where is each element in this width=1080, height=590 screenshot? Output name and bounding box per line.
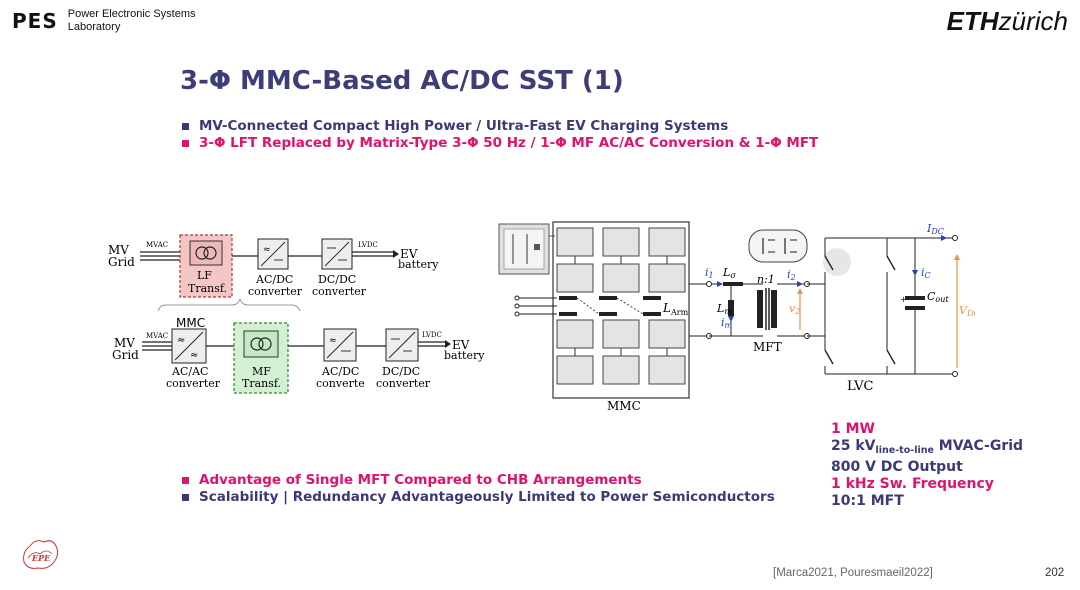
citation: [Marca2021, Pouresmaeil2022] (773, 567, 933, 579)
mf-label: Transf. (242, 377, 281, 390)
pes-mark: PES (12, 9, 58, 33)
pes-lab-logo: PES Power Electronic Systems Laboratory (12, 8, 196, 34)
lf-label: LF (197, 269, 212, 282)
lm-inductor (728, 300, 734, 316)
mmc-circuit-label: MMC (607, 399, 641, 413)
ac-symbol-icon: ≈ (177, 335, 185, 346)
bullet-text: MV-Connected Compact High Power / Ultra-… (199, 118, 729, 134)
im-label: im (721, 316, 733, 330)
spec-grid-sub: line-to-line (875, 445, 934, 456)
spec-grid-rest: MVAC-Grid (933, 438, 1024, 454)
l-arm-sub: Arm (670, 308, 689, 317)
bullet-square-icon (182, 494, 189, 501)
v2-label: v2 (789, 302, 800, 316)
lvdc-label: LVDC (358, 241, 378, 249)
mmc-cell-grid (556, 227, 686, 385)
ac-symbol-icon: ≈ (190, 350, 198, 361)
dcdc-label: DC/DC (382, 365, 420, 378)
eth-zurich-logo: ETHzürich (947, 6, 1068, 37)
acac-label: converter (166, 377, 221, 390)
lvc-label: LVC (847, 379, 873, 394)
spec-dc-output: 800 V DC Output (831, 459, 963, 475)
l-arm-label: L (662, 301, 671, 315)
bullet-text: 3-Φ LFT Replaced by Matrix-Type 3-Φ 50 H… (199, 135, 819, 151)
cout-label: Cout (927, 290, 949, 304)
acdc-label: AC/DC (321, 365, 359, 378)
lm-label: Lm (716, 302, 732, 316)
bullet-text: Advantage of Single MFT Compared to CHB … (199, 472, 642, 488)
bullet-square-icon (182, 123, 189, 130)
mmc-label: MMC (176, 316, 205, 330)
mv-grid-label: MV (108, 243, 129, 257)
zurich-wordmark: zürich (998, 6, 1068, 36)
dcdc-label: converter (376, 377, 431, 390)
ac-symbol-icon: ≈ (329, 336, 337, 346)
ev-battery-label: EV (452, 338, 470, 352)
output-capacitor (905, 296, 925, 300)
lvdc-label: LVDC (422, 331, 442, 339)
spec-sw-freq: 1 kHz Sw. Frequency (831, 476, 994, 492)
bullet-square-icon (182, 477, 189, 484)
eee-logo-icon: EPE (23, 540, 59, 569)
i1-label: i1 (705, 266, 714, 280)
page-number: 202 (1045, 567, 1065, 579)
bottom-bullet-list: Advantage of Single MFT Compared to CHB … (182, 472, 775, 506)
ic-label: iC (921, 266, 931, 280)
acdc-label: converte (316, 377, 365, 390)
acac-label: AC/AC (171, 365, 208, 378)
lab-name-line1: Power Electronic Systems (67, 8, 196, 20)
svg-text:EPE: EPE (31, 553, 51, 563)
idc-label: IDC (926, 222, 944, 236)
bullet-square-icon (182, 140, 189, 147)
mv-grid-label: Grid (112, 348, 139, 362)
l-sigma-label: Lσ (722, 266, 736, 280)
mv-grid-label: Grid (108, 255, 135, 269)
i2-label: i2 (787, 268, 796, 282)
block-diagram: MV Grid MVAC LF Transf. ≈ AC/DC converte… (108, 234, 485, 394)
mv-grid-label: MV (114, 336, 135, 350)
ev-battery-label: EV (400, 247, 418, 261)
sst-circuit-schematic: L Arm i1 Lσ Lm im n:1 MFT i2 v2 (498, 221, 975, 413)
lvc-bridge: + (807, 235, 958, 377)
lab-name: Power Electronic Systems Laboratory (68, 8, 196, 34)
acdc-label: AC/DC (255, 273, 293, 286)
ev-battery-label: battery (398, 258, 439, 271)
acdc-label: converter (248, 285, 303, 298)
block-diagram-bottom-row: MMC MV Grid MVAC ≈ ≈ AC/AC converter MF … (112, 316, 485, 394)
spec-grid: 25 kVline-to-line MVAC-Grid (831, 438, 1023, 459)
eth-wordmark: ETH (946, 6, 999, 36)
dcdc-label: converter (312, 285, 367, 298)
vdc-label: VDC (959, 304, 975, 318)
spec-list: 1 MW 25 kVline-to-line MVAC-Grid 800 V D… (831, 421, 1023, 510)
spec-power: 1 MW (831, 421, 875, 437)
mvac-label: MVAC (146, 332, 168, 340)
mf-label: MF (252, 365, 271, 378)
l-sigma-inductor (723, 282, 743, 286)
bullet-item: Advantage of Single MFT Compared to CHB … (182, 472, 775, 489)
dcdc-label: DC/DC (318, 273, 356, 286)
plus-sign-icon: + (900, 295, 907, 304)
mosfet-inset (748, 229, 808, 263)
spec-mft-ratio: 10:1 MFT (831, 493, 904, 509)
lf-label: Transf. (188, 282, 227, 295)
lab-name-line2: Laboratory (67, 21, 121, 33)
bullet-item: MV-Connected Compact High Power / Ultra-… (182, 118, 818, 135)
bullet-item: Scalability | Redundancy Advantageously … (182, 489, 775, 506)
ac-symbol-icon: ≈ (263, 245, 271, 255)
bullet-item: 3-Φ LFT Replaced by Matrix-Type 3-Φ 50 H… (182, 135, 818, 152)
slide-title: 3-Φ MMC-Based AC/DC SST (1) (180, 66, 624, 96)
mmc-frame (552, 221, 690, 399)
mft-transformer (757, 288, 777, 330)
top-bullet-list: MV-Connected Compact High Power / Ultra-… (182, 118, 818, 152)
turns-ratio-label: n:1 (757, 273, 775, 286)
mvac-label: MVAC (146, 241, 168, 249)
bullet-text: Scalability | Redundancy Advantageously … (199, 489, 775, 505)
mft-label: MFT (753, 340, 782, 354)
block-diagram-top-row: MV Grid MVAC LF Transf. ≈ AC/DC converte… (108, 234, 439, 298)
spec-grid-value: 25 kV (831, 438, 876, 454)
ev-battery-label: battery (444, 349, 485, 362)
